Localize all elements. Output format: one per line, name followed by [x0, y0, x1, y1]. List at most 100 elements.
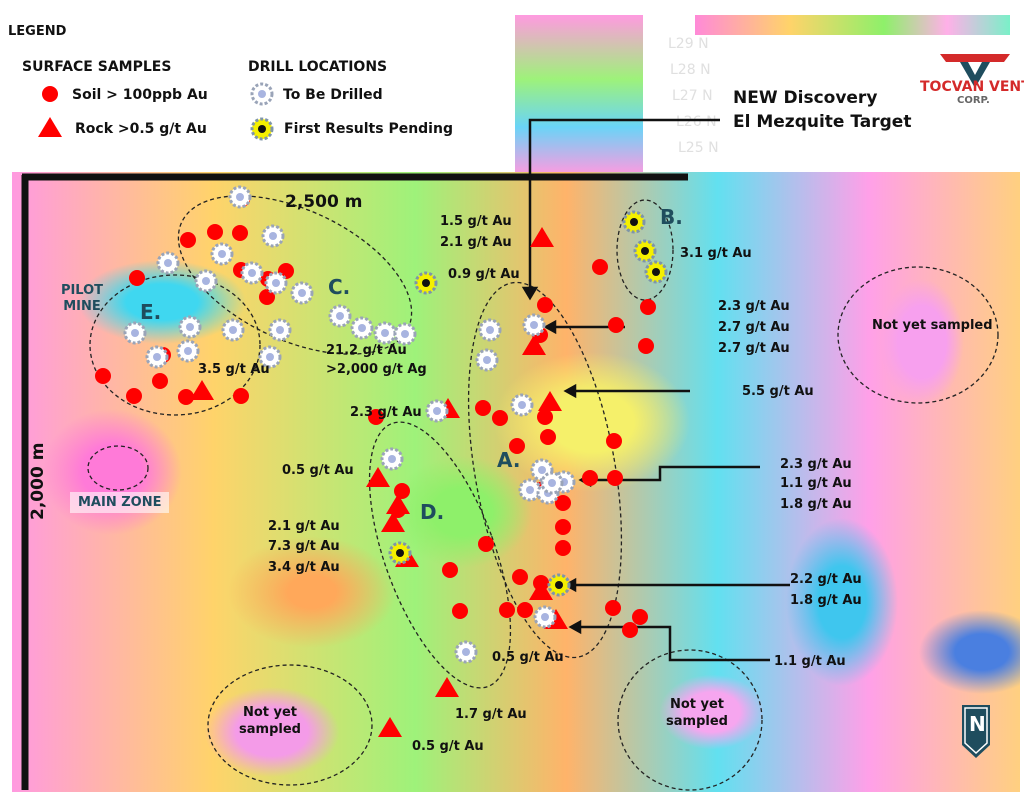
rock-sample-icon [435, 677, 459, 697]
soil-sample-icon [512, 569, 528, 585]
drill-site-icon [393, 322, 417, 346]
drill-site-icon [123, 321, 147, 345]
magnetic-map [12, 172, 1020, 792]
grade-label: >2,000 g/t Ag [326, 362, 427, 377]
scale-horizontal: 2,500 m [285, 192, 363, 212]
grade-label: 1.8 g/t Au [780, 497, 852, 512]
drill-site-icon [533, 605, 557, 629]
pending-drill-icon [388, 541, 412, 565]
drill-site-icon [261, 224, 285, 248]
line-label: L27 N [672, 88, 713, 104]
zone-b: B. [660, 205, 683, 229]
drill-site-icon [540, 471, 564, 495]
drill-site-icon [478, 318, 502, 342]
pending-drill-icon [622, 210, 646, 234]
map-strip-topright [695, 15, 1010, 35]
soil-sample-icon [178, 389, 194, 405]
drill-site-icon [221, 318, 245, 342]
grade-label: 3.5 g/t Au [198, 362, 270, 377]
scale-vertical: 2,000 m [28, 442, 48, 520]
soil-sample-icon [606, 433, 622, 449]
soil-sample-icon [152, 373, 168, 389]
drill-site-icon [264, 271, 288, 295]
grade-label: 2.3 g/t Au [350, 405, 422, 420]
grade-label: 3.4 g/t Au [268, 560, 340, 575]
legend-soil-label: Soil > 100ppb Au [72, 87, 208, 103]
zone-a: A. [497, 448, 521, 472]
grade-label: 1.1 g/t Au [780, 476, 852, 491]
soil-sample-icon [537, 297, 553, 313]
zone-pilot-mine: PILOT MINE [60, 283, 104, 314]
grade-label: 1.7 g/t Au [455, 707, 527, 722]
legend-soil-icon [42, 86, 58, 102]
soil-sample-icon [207, 224, 223, 240]
soil-sample-icon [126, 388, 142, 404]
soil-sample-icon [499, 602, 515, 618]
soil-sample-icon [394, 483, 410, 499]
rock-sample-icon [538, 391, 562, 411]
grade-label: 7.3 g/t Au [268, 539, 340, 554]
grade-label: 1.8 g/t Au [790, 593, 862, 608]
drill-site-icon [328, 304, 352, 328]
legend-rock-label: Rock >0.5 g/t Au [75, 121, 207, 137]
soil-sample-icon [452, 603, 468, 619]
drill-site-icon [350, 316, 374, 340]
discovery-line2: El Mezquite Target [733, 112, 912, 132]
legend-rock-icon [38, 117, 62, 137]
pending-drill-icon [644, 260, 668, 284]
pending-drill-icon [633, 239, 657, 263]
soil-sample-icon [605, 600, 621, 616]
grade-label: 3.1 g/t Au [680, 246, 752, 261]
legend-drill-label: To Be Drilled [283, 87, 383, 103]
drill-site-icon [240, 261, 264, 285]
soil-sample-icon [492, 410, 508, 426]
not-sampled-label: Not yet sampled [666, 697, 728, 729]
legend-pending-icon [250, 117, 274, 141]
map-strip-top [515, 15, 643, 175]
drill-site-icon [518, 478, 542, 502]
drill-site-icon [145, 345, 169, 369]
soil-sample-icon [129, 270, 145, 286]
grade-label: 21.2 g/t Au [326, 343, 407, 358]
rock-sample-icon [378, 717, 402, 737]
grade-label: 2.3 g/t Au [718, 299, 790, 314]
drill-site-icon [210, 242, 234, 266]
drill-site-icon [425, 399, 449, 423]
soil-sample-icon [475, 400, 491, 416]
zone-e: E. [140, 300, 162, 324]
soil-sample-icon [555, 495, 571, 511]
grade-label: 5.5 g/t Au [742, 384, 814, 399]
soil-sample-icon [442, 562, 458, 578]
logo-name: TOCVAN VENTURES [920, 79, 1024, 95]
soil-sample-icon [537, 409, 553, 425]
soil-sample-icon [232, 225, 248, 241]
soil-sample-icon [582, 470, 598, 486]
logo-sub: CORP. [957, 95, 990, 106]
not-sampled-label: Not yet sampled [239, 705, 301, 737]
grade-label: 0.5 g/t Au [282, 463, 354, 478]
legend-pending-label: First Results Pending [284, 121, 453, 137]
grade-label: 0.9 g/t Au [448, 267, 520, 282]
grade-label: 2.2 g/t Au [790, 572, 862, 587]
soil-sample-icon [95, 368, 111, 384]
drill-site-icon [268, 318, 292, 342]
legend-drill-icon [250, 82, 274, 106]
soil-sample-icon [555, 540, 571, 556]
line-label: L26 N [676, 114, 717, 130]
grade-label: 2.1 g/t Au [440, 235, 512, 250]
scale-frame [21, 173, 688, 790]
line-label: L28 N [670, 62, 711, 78]
rock-sample-icon [366, 467, 390, 487]
rock-sample-icon [530, 227, 554, 247]
soil-sample-icon [638, 338, 654, 354]
drill-site-icon [228, 185, 252, 209]
not-sampled-label: Not yet sampled [872, 318, 993, 333]
grade-label: 2.1 g/t Au [268, 519, 340, 534]
grade-label: 0.5 g/t Au [492, 650, 564, 665]
grade-label: 2.7 g/t Au [718, 320, 790, 335]
drill-site-icon [176, 339, 200, 363]
legend-drill-title: DRILL LOCATIONS [248, 59, 388, 75]
drill-site-icon [373, 321, 397, 345]
soil-sample-icon [632, 609, 648, 625]
